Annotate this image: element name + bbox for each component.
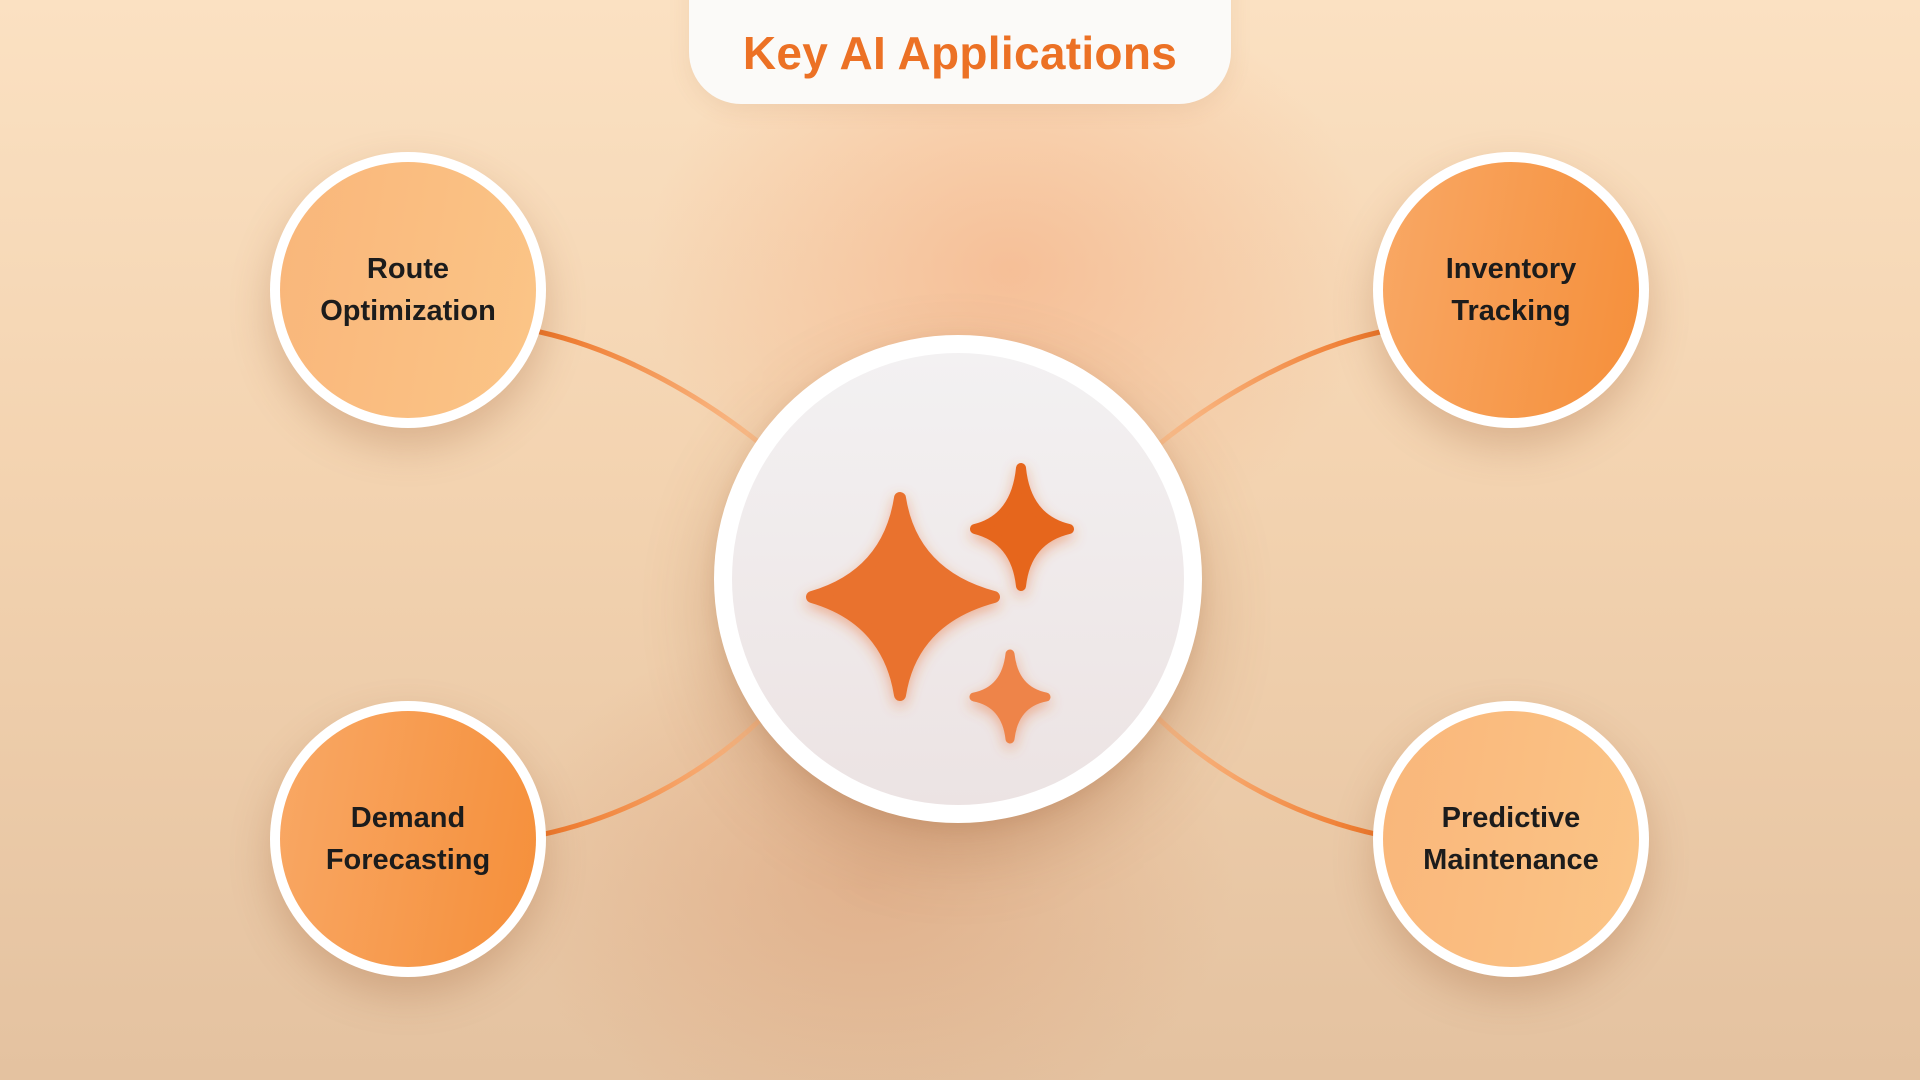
- central-hub-face: [732, 353, 1184, 805]
- title-banner: Key AI Applications: [689, 0, 1231, 104]
- node-label: Inventory Tracking: [1445, 253, 1577, 327]
- node-demand-forecasting: Demand Forecasting: [270, 701, 546, 977]
- connector-inventory: [1155, 329, 1383, 448]
- central-hub: [714, 335, 1202, 823]
- node-label: Route Optimization: [320, 253, 496, 327]
- large-sparkle: [806, 492, 1000, 701]
- node-label: Predictive Maintenance: [1423, 802, 1599, 876]
- diagram-title: Key AI Applications: [742, 27, 1178, 79]
- node-inventory-tracking: Inventory Tracking: [1373, 152, 1649, 428]
- connector-route: [537, 329, 765, 448]
- top-sparkle: [970, 463, 1074, 591]
- node-label: Demand Forecasting: [325, 802, 491, 876]
- connector-demand: [537, 715, 765, 838]
- node-predictive-maintenance: Predictive Maintenance: [1373, 701, 1649, 977]
- sparkles-icon: [806, 463, 1074, 744]
- small-sparkle: [969, 649, 1051, 744]
- node-route-optimization: Route Optimization: [270, 152, 546, 428]
- connector-predictive: [1155, 715, 1383, 838]
